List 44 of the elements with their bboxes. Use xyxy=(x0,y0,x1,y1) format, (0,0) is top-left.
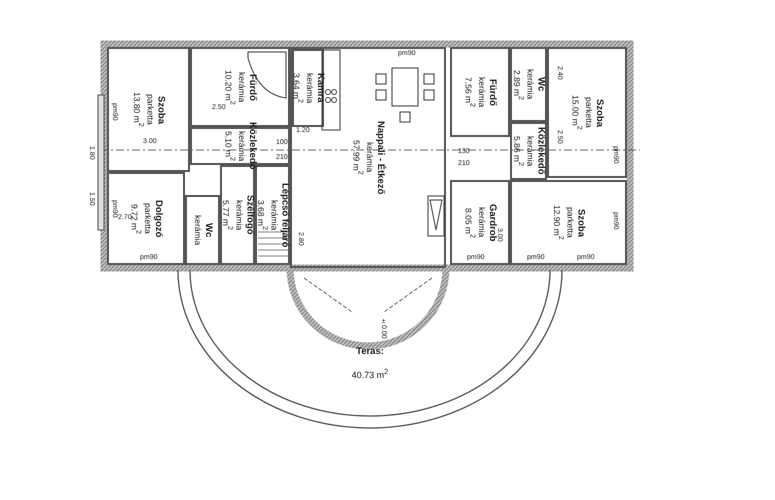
toilet xyxy=(510,47,547,122)
room-name: Wc xyxy=(202,222,213,240)
floor-material: kerámia xyxy=(236,130,246,164)
room-name: Szélfogó xyxy=(244,195,255,235)
room-name: Szoba xyxy=(574,208,586,239)
room-name: Kamra xyxy=(314,72,326,104)
floor-material: parketta xyxy=(144,93,155,127)
floor-material: kerámia xyxy=(236,70,246,104)
room xyxy=(547,47,627,178)
room-name: Wc xyxy=(534,76,546,94)
floor-material: parketta xyxy=(564,206,575,240)
floor-material: kerámia xyxy=(234,198,244,232)
room-name: Dolgozó xyxy=(152,200,164,238)
pantry xyxy=(292,49,324,127)
floor-material: kerámia xyxy=(524,134,535,168)
floor-material: kerámia xyxy=(476,76,486,108)
living-room xyxy=(290,47,446,268)
room-name: Fürdő xyxy=(486,78,498,108)
floor-material: kerámia xyxy=(304,72,314,104)
study-room xyxy=(107,172,185,265)
room-area: 40.73 m$^{2}$ xyxy=(170,367,570,380)
room xyxy=(510,180,627,265)
floor-material: kerámia xyxy=(364,141,374,175)
staircase xyxy=(255,165,290,265)
room-name: Teras: xyxy=(355,346,385,357)
room-name: Gardrob xyxy=(486,204,498,242)
room-name: Szoba xyxy=(154,94,166,126)
floor-material: kerámia xyxy=(192,214,202,246)
room-name: Szoba xyxy=(593,98,604,129)
room-name: Közlekedő xyxy=(534,127,546,175)
floor-material: parketta xyxy=(583,96,594,130)
wardrobe-room xyxy=(450,180,510,265)
floor-material: kerámia xyxy=(476,206,486,240)
floor-material: parketta xyxy=(142,202,152,236)
floor-material: kerámia xyxy=(268,198,279,232)
room-name: Fürdő xyxy=(246,72,258,102)
toilet xyxy=(185,195,220,265)
bathroom xyxy=(450,47,510,137)
floor-material: kerámia xyxy=(524,69,535,100)
room-name: Közlekedő xyxy=(246,122,258,170)
room-name: Lépcső feljáró xyxy=(278,182,290,248)
hallway xyxy=(510,122,547,180)
room-name: Nappali - Étkező xyxy=(374,120,386,194)
room xyxy=(107,47,190,172)
